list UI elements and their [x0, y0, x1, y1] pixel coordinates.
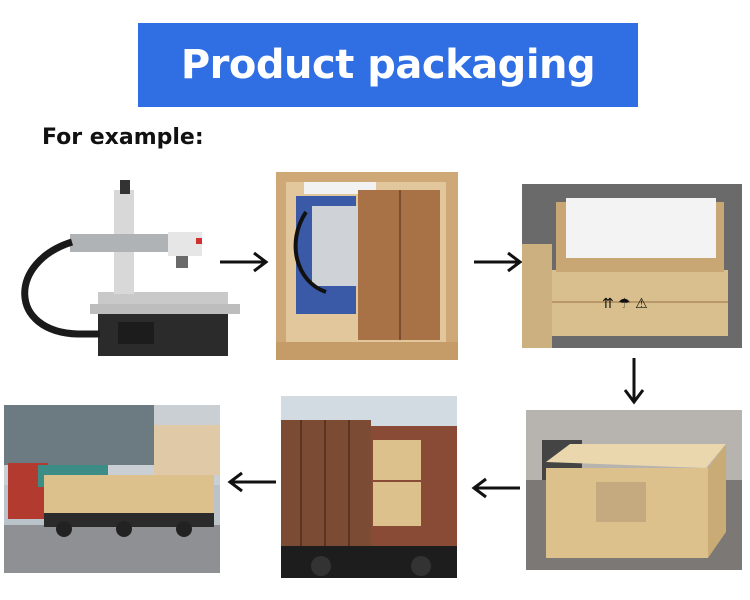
- title-banner: Product packaging: [138, 23, 638, 107]
- example-label: For example:: [42, 125, 204, 150]
- crate-with-foam-photo: ⇈ ☂ ⚠: [522, 184, 742, 348]
- page-title: Product packaging: [180, 42, 596, 88]
- sealed-crate-photo: [526, 410, 742, 570]
- svg-text:⇈ ☂ ⚠: ⇈ ☂ ⚠: [602, 296, 648, 312]
- arrow-down-icon: [622, 356, 646, 410]
- laser-machine-photo: [8, 172, 240, 360]
- trucks-shipping-photo: [4, 405, 220, 573]
- arrow-left-icon: [470, 476, 522, 504]
- arrow-right-icon: [218, 250, 270, 278]
- open-crate-photo: [276, 172, 458, 360]
- arrow-left-icon: [226, 470, 278, 498]
- arrow-right-icon: [472, 250, 524, 278]
- truck-loading-photo: [281, 396, 457, 578]
